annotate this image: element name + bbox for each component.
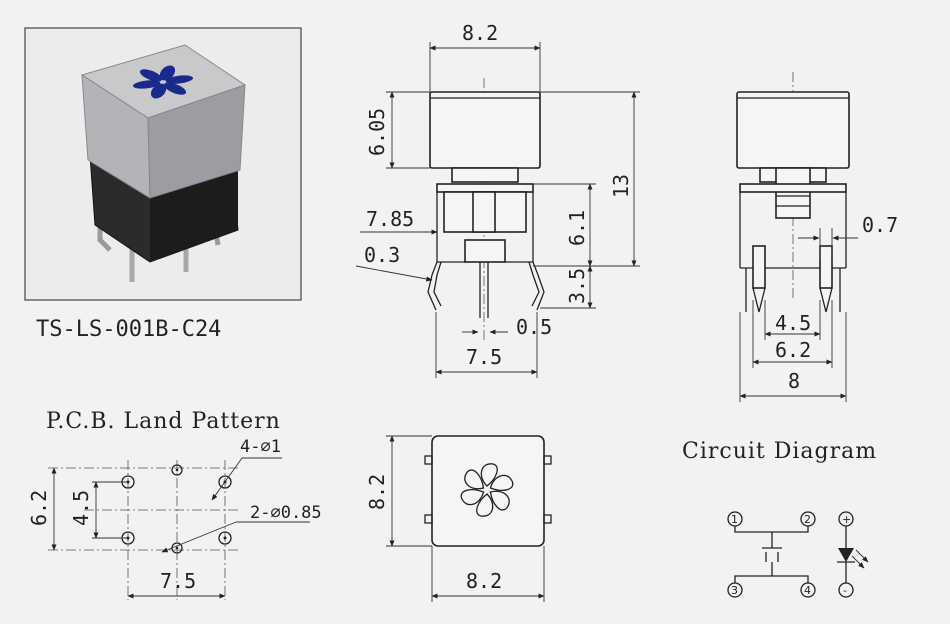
- dim-cap-height: 6.05: [365, 108, 389, 156]
- pcb-hole-small: [171, 464, 183, 476]
- dim-total-height: 13: [609, 174, 633, 198]
- dim-pin-thickness: 0.7: [862, 213, 898, 237]
- pcb-dim-height-outer: 6.2: [27, 490, 51, 526]
- pcb-dim-width: 7.5: [160, 569, 196, 593]
- flower-logo-icon: [132, 65, 194, 99]
- pcb-hole: [218, 531, 232, 545]
- front-view: 8.2 6.05 13 6.1 3.5 7.85 0.3 0.5 7.: [355, 21, 640, 378]
- flower-logo-outline-icon: [460, 463, 514, 517]
- top-dim-width: 8.2: [466, 569, 502, 593]
- led-pin-plus-label: +: [842, 513, 851, 526]
- product-photo: [24, 27, 302, 301]
- led-diode-icon: [838, 548, 854, 562]
- dim-total-width: 8: [788, 369, 800, 393]
- top-view: 8.2 8.2: [365, 435, 552, 602]
- dim-pin-spacing: 7.5: [466, 345, 502, 369]
- dim-body-height: 6.1: [565, 210, 589, 246]
- circuit-pin-1-label: 1: [731, 513, 738, 526]
- dim-inner-spacing: 4.5: [775, 311, 811, 335]
- led-pin-minus-label: -: [843, 584, 847, 597]
- pcb-title: P.C.B. Land Pattern: [46, 409, 281, 434]
- dim-outer-spacing: 6.2: [775, 338, 811, 362]
- side-view: 0.7 4.5 6.2 8: [736, 72, 898, 402]
- circuit-pin-2-label: 2: [804, 513, 811, 526]
- pcb-land-pattern: P.C.B. Land Pattern 4-⌀1 2-⌀0.85 6.2 4.5…: [27, 409, 322, 600]
- dim-pin-width: 0.5: [516, 315, 552, 339]
- pcb-hole-small-label: 2-⌀0.85: [250, 503, 322, 523]
- top-dim-height: 8.2: [365, 474, 389, 510]
- pcb-dim-height-inner: 4.5: [69, 490, 93, 526]
- dim-pin-height: 3.5: [565, 268, 589, 304]
- model-label: TS-LS-001B-C24: [36, 317, 221, 342]
- dim-front-width: 8.2: [462, 21, 498, 45]
- circuit-pin-3-label: 3: [731, 584, 738, 597]
- circuit-diagram: Circuit Diagram 1 2 3 4 + -: [682, 439, 877, 598]
- dim-plate-thickness: 0.3: [364, 243, 400, 267]
- circuit-pin-4-label: 4: [804, 584, 811, 597]
- pcb-hole-large-label: 4-⌀1: [240, 437, 281, 457]
- dim-body-width: 7.85: [366, 207, 414, 231]
- circuit-title: Circuit Diagram: [682, 439, 877, 464]
